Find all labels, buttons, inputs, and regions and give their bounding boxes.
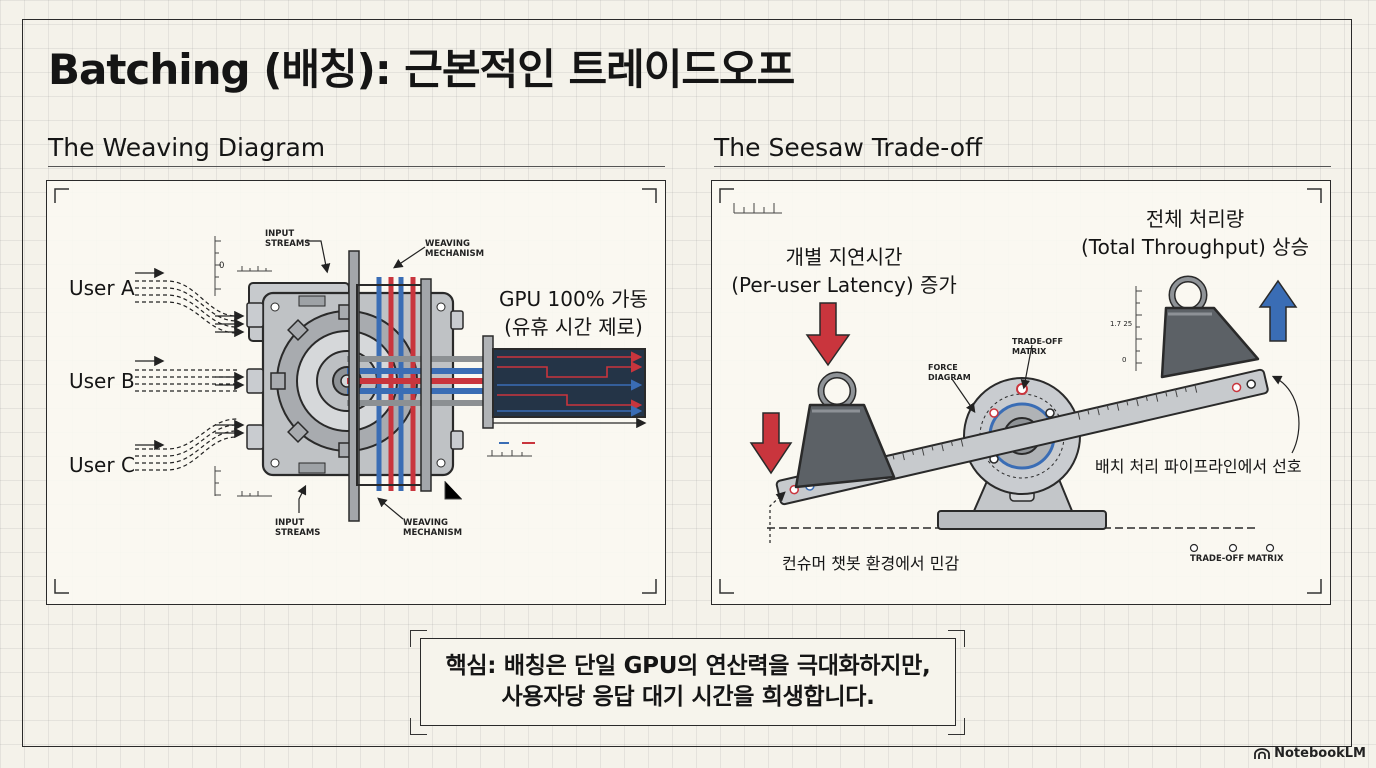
weaving-heading: The Weaving Diagram [48, 133, 665, 167]
latency-label: 개별 지연시간 (Per-user Latency) 증가 [726, 243, 962, 299]
summary-box: 핵심: 배칭은 단일 GPU의 연산력을 극대화하지만, 사용자당 응답 대기 … [420, 638, 956, 726]
brand-text: NotebookLM [1274, 746, 1366, 761]
consumer-caption: 컨슈머 챗봇 환경에서 민감 [782, 554, 960, 573]
summary-corner-tr [948, 630, 965, 647]
latency-arrow-top [805, 302, 851, 367]
throughput-label: 전체 처리량 (Total Throughput) 상승 [1078, 205, 1312, 261]
throughput-arrow [1258, 279, 1298, 342]
latency-line1: 개별 지연시간 [785, 245, 903, 269]
user-a-label: User A [69, 276, 135, 300]
throughput-line1: 전체 처리량 [1145, 207, 1245, 231]
scale-zero-mark: 0 [219, 261, 225, 271]
input-streams-label-top: INPUT STREAMS [265, 229, 311, 249]
gpu-label-line1: GPU 100% 가동 [499, 287, 648, 311]
summary-corner-tl [410, 630, 427, 647]
left-weight [794, 371, 896, 489]
throughput-line2: (Total Throughput) 상승 [1080, 235, 1309, 259]
ruler-marks [214, 236, 532, 500]
summary-corner-bl [410, 718, 427, 735]
summary-corner-br [948, 718, 965, 735]
right-weight [1160, 275, 1260, 379]
latency-arrow-left [749, 412, 793, 475]
page-frame [22, 19, 1352, 747]
weaving-diagram-panel: User A User B User C INPUT STREAMS WEAVI… [46, 180, 666, 605]
weaving-diagram-illustration [54, 188, 657, 594]
pipeline-caption: 배치 처리 파이프라인에서 선호 [1095, 457, 1302, 476]
latency-line2: (Per-user Latency) 증가 [731, 273, 957, 297]
weaving-mechanism-label-top: WEAVING MECHANISM [425, 239, 485, 259]
input-streams-label-bottom: INPUT STREAMS [275, 518, 321, 538]
scale-marks-label: 1.7 25 [1110, 320, 1133, 328]
trade-off-matrix-label: TRADE-OFF MATRIX [1012, 337, 1063, 356]
weaving-mechanism-label-bottom: WEAVING MECHANISM [403, 518, 463, 538]
summary-line1: 핵심: 배칭은 단일 GPU의 연산력을 극대화하지만, [445, 653, 931, 679]
gpu-label-line2: (유휴 시간 제로) [504, 315, 643, 339]
bottom-trade-off-matrix-label: TRADE-OFF MATRIX [1190, 554, 1284, 564]
force-diagram-label: FORCE DIAGRAM [928, 363, 971, 382]
seesaw-heading: The Seesaw Trade-off [714, 133, 1331, 167]
notebooklm-brand: NotebookLM [1254, 746, 1366, 761]
user-c-label: User C [69, 453, 135, 477]
user-b-label: User B [69, 369, 135, 393]
scale-zero-label: 0 [1122, 356, 1127, 364]
summary-line2: 사용자당 응답 대기 시간을 희생합니다. [501, 684, 875, 710]
seesaw-illustration [719, 188, 1322, 594]
gpu-utilization-label: GPU 100% 가동 (유휴 시간 제로) [499, 285, 648, 341]
seesaw-panel: 개별 지연시간 (Per-user Latency) 증가 전체 처리량 (To… [711, 180, 1331, 605]
page-title: Batching (배칭): 근본적인 트레이드오프 [48, 45, 795, 94]
notebooklm-logo-icon [1254, 748, 1271, 759]
